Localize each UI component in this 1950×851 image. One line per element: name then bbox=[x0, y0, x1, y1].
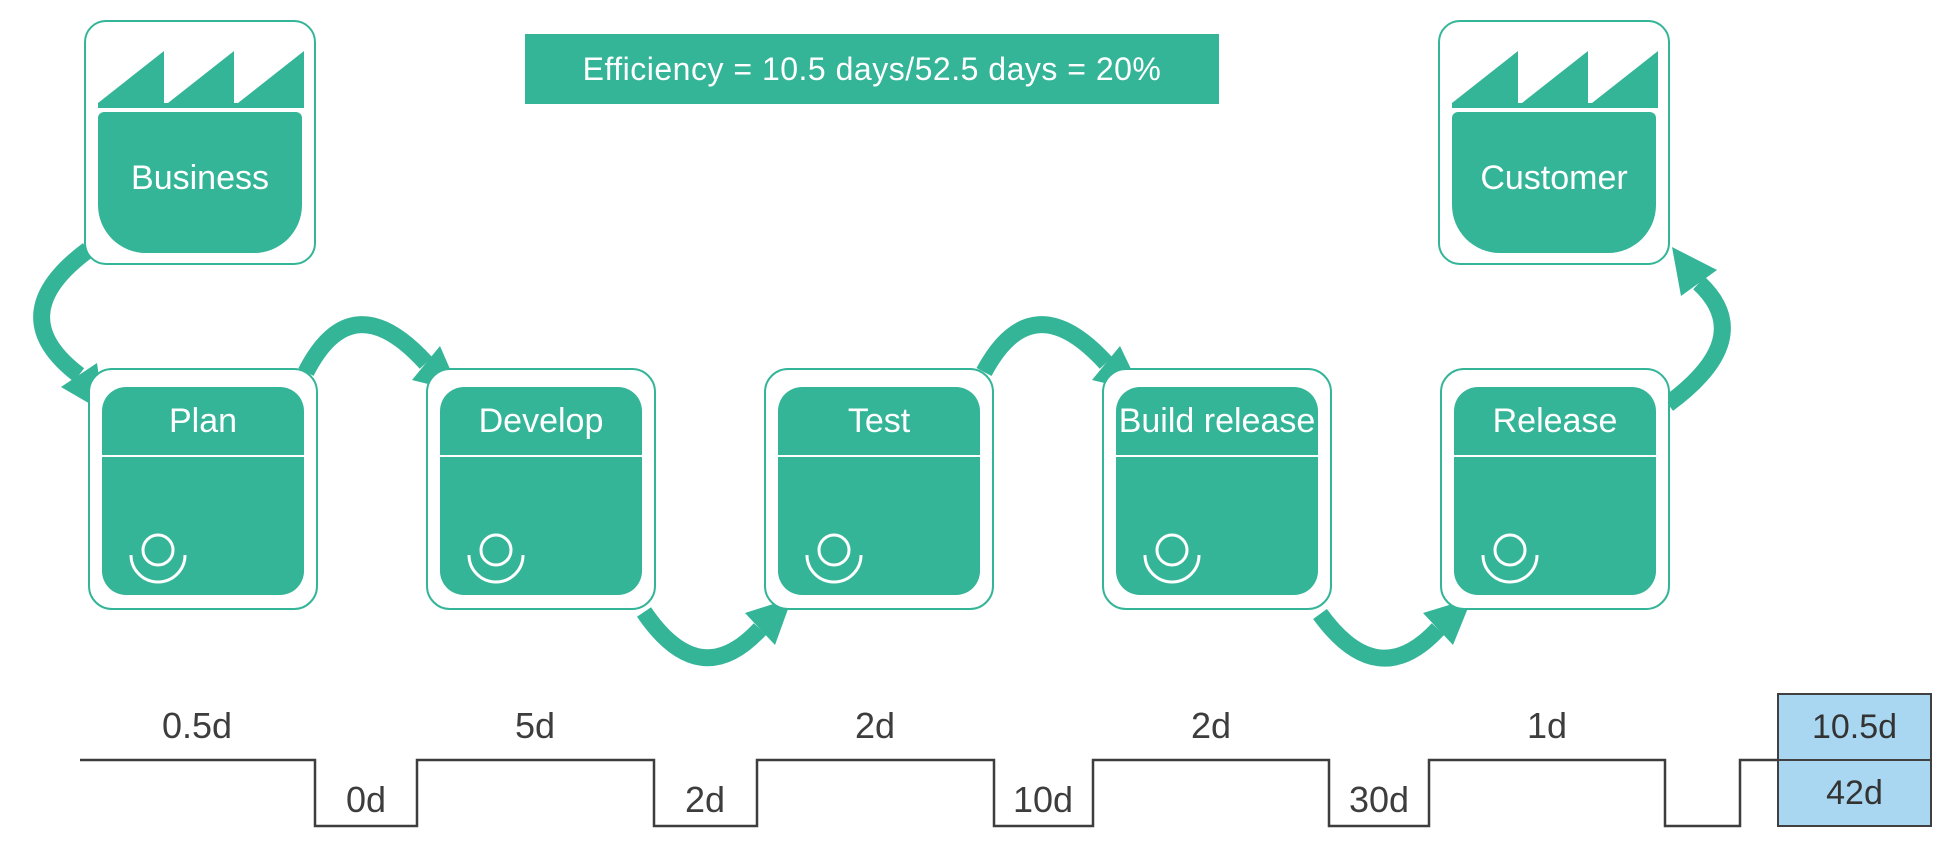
process-title: Build release bbox=[1116, 387, 1318, 457]
process-time-label: 2d bbox=[1190, 705, 1232, 746]
arrow-release-to-customer bbox=[1662, 247, 1731, 411]
entity-business-body: Business bbox=[98, 112, 302, 253]
totals-box: 10.5d 42d bbox=[1777, 693, 1932, 827]
factory-icon bbox=[98, 51, 304, 108]
arrow-build-release-to-release bbox=[1313, 598, 1472, 667]
process-title-label: Develop bbox=[478, 401, 604, 440]
process-title: Release bbox=[1454, 387, 1656, 457]
process-box-release: Release bbox=[1440, 368, 1670, 610]
process-box-test: Test bbox=[764, 368, 994, 610]
efficiency-banner-text: Efficiency = 10.5 days/52.5 days = 20% bbox=[582, 50, 1162, 87]
entity-business: Business bbox=[84, 20, 316, 265]
wait-time-label: 10d bbox=[1012, 779, 1074, 820]
process-inner: Release bbox=[1454, 387, 1656, 595]
process-title-label: Build release bbox=[1118, 401, 1316, 440]
process-title-label: Release bbox=[1492, 401, 1618, 440]
arrow-develop-to-test bbox=[636, 598, 792, 667]
operator-icon bbox=[467, 533, 525, 584]
operator-icon bbox=[1143, 533, 1201, 584]
process-title: Test bbox=[778, 387, 980, 457]
process-box-build-release: Build release bbox=[1102, 368, 1332, 610]
operator-icon bbox=[805, 533, 863, 584]
timeline-ladder-line bbox=[80, 758, 1779, 828]
process-time-label: 0.5d bbox=[161, 705, 233, 746]
process-time-label: 5d bbox=[514, 705, 556, 746]
wait-time-label: 2d bbox=[684, 779, 726, 820]
process-time-label: 1d bbox=[1526, 705, 1568, 746]
process-box-develop: Develop bbox=[426, 368, 656, 610]
process-inner: Plan bbox=[102, 387, 304, 595]
process-title: Develop bbox=[440, 387, 642, 457]
process-inner: Develop bbox=[440, 387, 642, 595]
efficiency-banner: Efficiency = 10.5 days/52.5 days = 20% bbox=[525, 34, 1219, 104]
entity-customer-body: Customer bbox=[1452, 112, 1656, 253]
process-time-label: 2d bbox=[854, 705, 896, 746]
process-title-label: Test bbox=[847, 401, 911, 440]
operator-icon bbox=[1481, 533, 1539, 584]
process-title: Plan bbox=[102, 387, 304, 457]
factory-icon bbox=[1452, 51, 1658, 108]
operator-icon bbox=[129, 533, 187, 584]
process-box-plan: Plan bbox=[88, 368, 318, 610]
wait-time-label: 0d bbox=[345, 779, 387, 820]
process-inner: Test bbox=[778, 387, 980, 595]
entity-business-label: Business bbox=[131, 159, 269, 197]
total-lead-time-cell: 42d bbox=[1826, 773, 1883, 812]
total-process-time-cell: 10.5d bbox=[1779, 695, 1930, 761]
entity-customer: Customer bbox=[1438, 20, 1670, 265]
process-title-label: Plan bbox=[168, 401, 238, 440]
entity-customer-label: Customer bbox=[1480, 159, 1628, 197]
wait-time-label: 30d bbox=[1348, 779, 1410, 820]
process-inner: Build release bbox=[1116, 387, 1318, 595]
